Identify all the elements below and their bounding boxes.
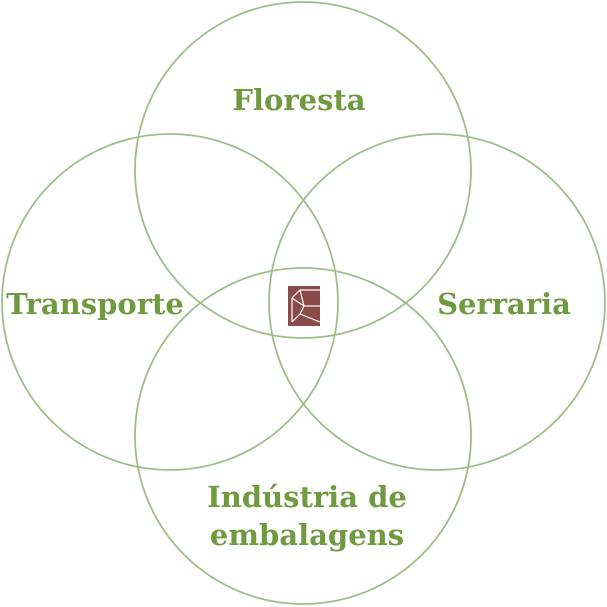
- circle-industria: [134, 267, 472, 605]
- label-serraria: Serraria: [437, 287, 571, 321]
- center-logo-icon: [288, 286, 321, 326]
- circle-serraria: [268, 133, 606, 471]
- label-transporte: Transporte: [6, 287, 184, 321]
- circle-floresta: [134, 1, 472, 339]
- label-industria-line1: Indústria de: [207, 480, 407, 514]
- label-floresta: Floresta: [232, 83, 365, 117]
- label-industria-line2: embalagens: [210, 518, 404, 552]
- circle-transporte: [1, 133, 339, 471]
